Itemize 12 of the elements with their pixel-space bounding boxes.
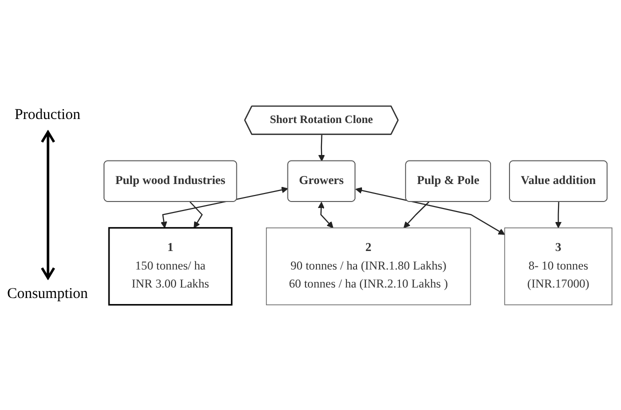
- arrow: [404, 201, 430, 228]
- axis-label: Consumption: [7, 286, 88, 303]
- arrow: [318, 134, 325, 161]
- arrow: [355, 186, 505, 234]
- arrow: [160, 186, 288, 228]
- arrow: [555, 201, 562, 228]
- arrow: [318, 201, 334, 228]
- node-box: 3 8- 10 tonnes (INR.17000): [504, 227, 612, 305]
- axis-label: Production: [14, 107, 80, 124]
- node-box: 2 90 tonnes / ha (INR.1.80 Lakhs) 60 tonnes / ha (INR.2.10 Lakhs ): [266, 227, 471, 305]
- arrow: [190, 201, 203, 228]
- node-box: 1 150 tonnes/ ha INR 3.00 Lakhs: [108, 226, 232, 306]
